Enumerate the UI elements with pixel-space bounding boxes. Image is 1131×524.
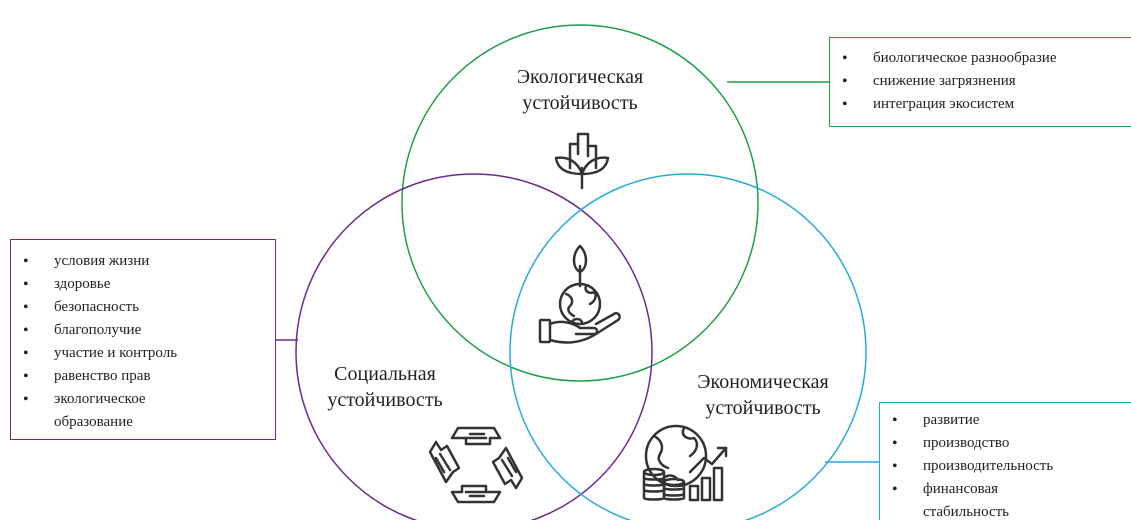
ecological-label-line1: Экологическая [516,66,644,88]
list-item: здоровье [11,273,275,296]
ecological-label: Экологическая устойчивость [480,64,680,116]
list-item: экологическое [11,388,275,411]
economic-label-line2: устойчивость [705,397,821,419]
list-item: развитие [880,409,1131,432]
hands-cycle-icon [428,426,524,504]
list-item: производство [880,432,1131,455]
economic-circle [509,173,867,520]
list-item-continued: стабильность [923,504,1009,520]
list-item: участие и контроль [11,342,275,365]
list-item: безопасность [11,296,275,319]
ecological-label-line2: устойчивость [522,92,638,114]
list-item: благополучие [11,319,275,342]
economic-box: развитие производство производительность… [879,402,1131,520]
hand-globe-sprout-icon [538,244,621,344]
list-item: условия жизни [11,250,275,273]
economic-label-line1: Экономическая [697,371,829,393]
ecological-list: биологическое разнообразие снижение загр… [830,47,1131,116]
list-item-continued: образование [54,414,133,430]
globe-coins-growth-icon [642,424,728,502]
ecological-circle [401,24,759,382]
social-label: Социальная устойчивость [295,361,475,413]
list-item: снижение загрязнения [830,70,1131,93]
social-label-line2: устойчивость [327,389,443,411]
list-item: финансовая [880,478,1131,501]
list-item: интеграция экосистем [830,93,1131,116]
social-label-line1: Социальная [334,363,436,385]
list-item: равенство прав [11,365,275,388]
social-circle [295,173,653,520]
social-list: условия жизни здоровье безопасность благ… [11,250,275,434]
social-box: условия жизни здоровье безопасность благ… [10,239,276,440]
ecological-box: биологическое разнообразие снижение загр… [829,37,1131,127]
plant-building-icon [554,132,610,190]
list-item: производительность [880,455,1131,478]
economic-list: развитие производство производительность… [880,409,1131,524]
economic-label: Экономическая устойчивость [663,369,863,421]
list-item: биологическое разнообразие [830,47,1131,70]
